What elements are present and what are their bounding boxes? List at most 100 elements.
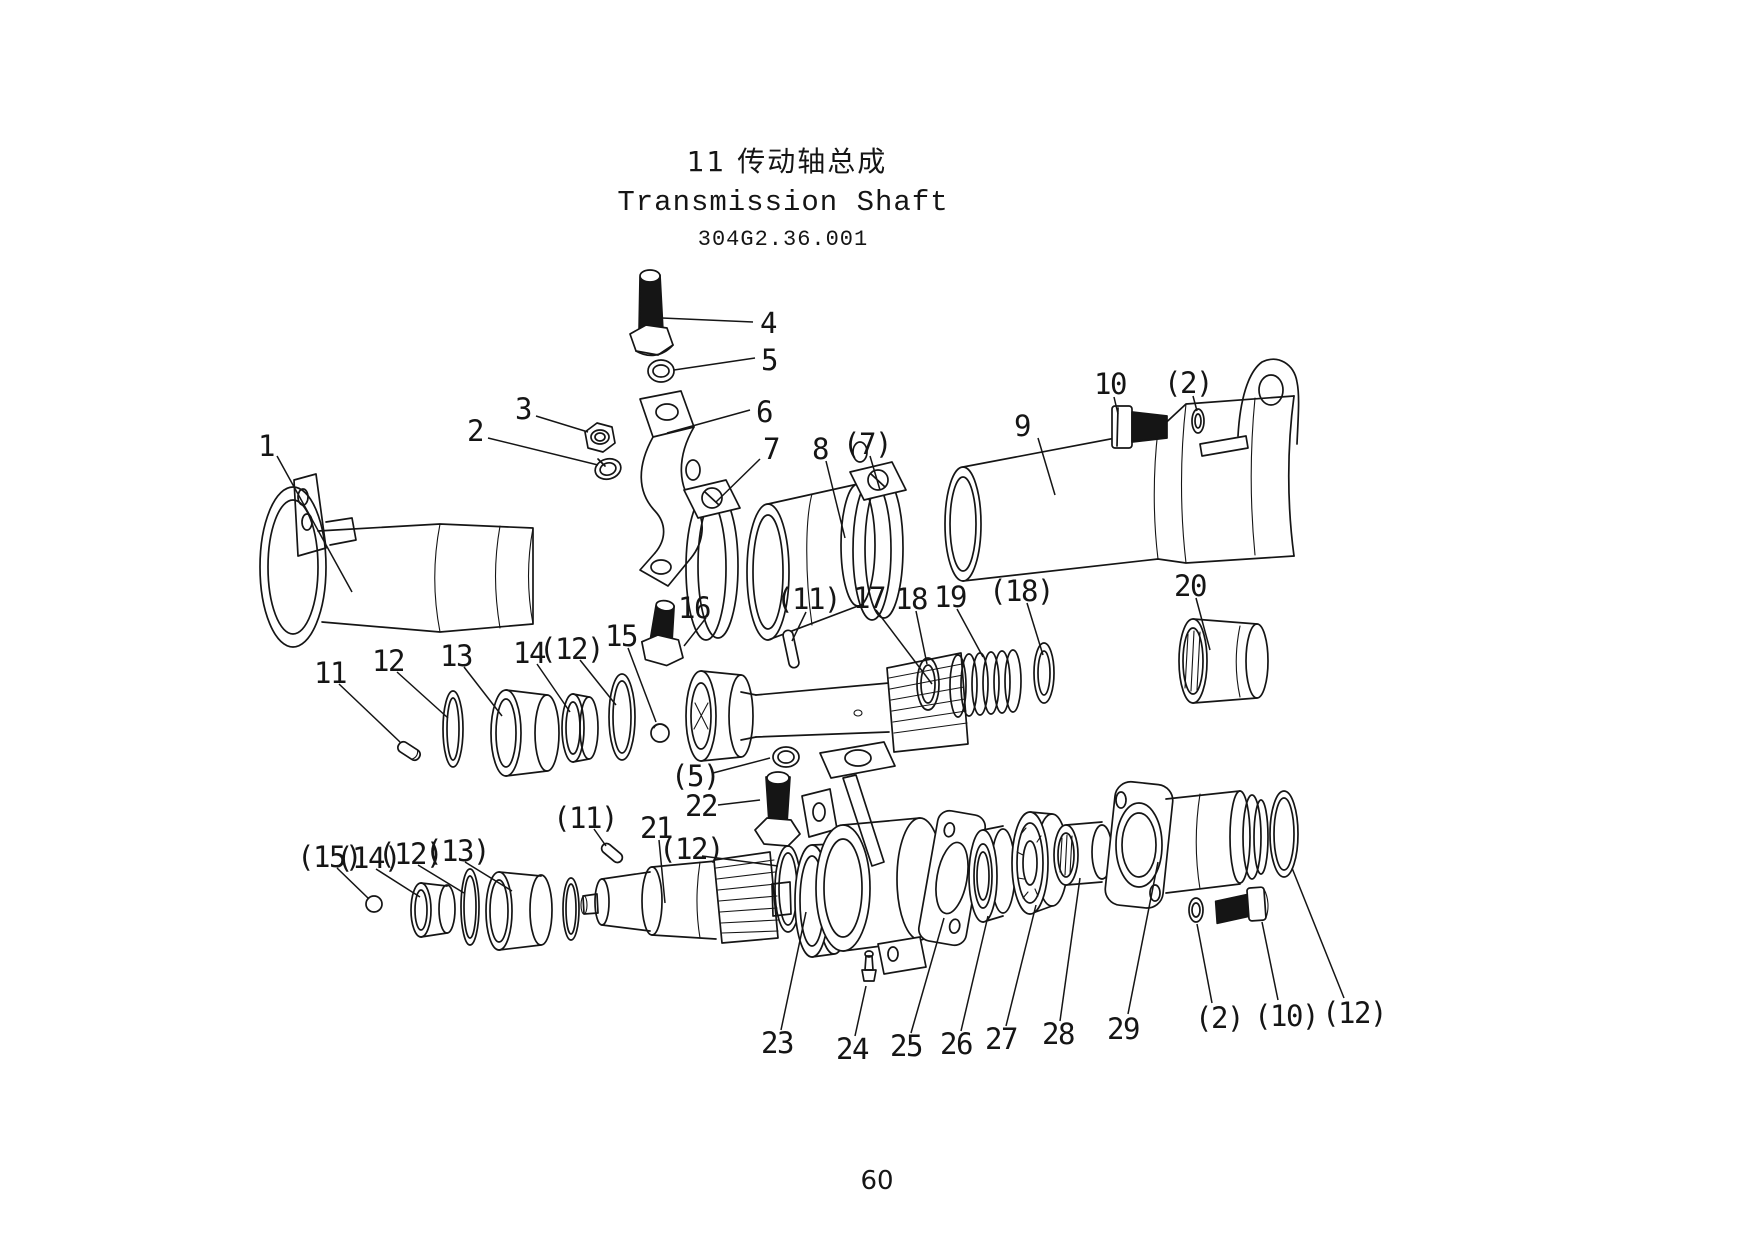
callout-leader-9 bbox=[1037, 437, 1056, 496]
part-12-snap-ring bbox=[442, 690, 464, 768]
part-26-collar bbox=[968, 825, 1016, 923]
part-callout-2: 2 bbox=[467, 414, 483, 448]
callout-leader-17 bbox=[875, 609, 933, 685]
callout-leader-28 bbox=[1059, 877, 1081, 1022]
part-callout-27: 27 bbox=[985, 1022, 1017, 1056]
page-number: 60 bbox=[860, 1166, 894, 1196]
part-15b-steel-ball bbox=[365, 895, 383, 913]
part-9-rear-shaft-tube bbox=[944, 358, 1300, 582]
callout-leader-2 bbox=[487, 437, 599, 466]
part-11c-pin bbox=[600, 842, 624, 864]
part-callout-(7): (7) bbox=[843, 427, 891, 461]
callout-leader-(15) bbox=[336, 867, 370, 900]
part-11b-pin bbox=[782, 629, 800, 669]
part-16-bolt bbox=[640, 599, 684, 667]
part-callout-(18): (18) bbox=[989, 574, 1053, 608]
page-title-en: Transmission Shaft bbox=[617, 186, 949, 219]
part-callout-(12): (12) bbox=[378, 837, 442, 871]
callout-leader-20 bbox=[1195, 597, 1211, 651]
callout-leader-27 bbox=[1005, 904, 1037, 1027]
center-support-carrier bbox=[801, 741, 944, 975]
callout-leader-12 bbox=[396, 671, 449, 719]
callout-leader-3 bbox=[535, 415, 589, 433]
part-2c-washer bbox=[1188, 897, 1204, 923]
callout-leader-29 bbox=[1127, 861, 1159, 1015]
part-callout-6: 6 bbox=[756, 395, 772, 429]
callout-leader-(2) bbox=[1196, 923, 1213, 1004]
part-15-steel-ball bbox=[650, 723, 670, 743]
callout-leader-(13) bbox=[464, 861, 513, 892]
callout-leader-19 bbox=[956, 608, 984, 658]
part-callout-17: 17 bbox=[853, 581, 885, 615]
part-callout-(15): (15) bbox=[297, 840, 361, 874]
part-callout-26: 26 bbox=[940, 1027, 972, 1061]
part-ring-thin bbox=[562, 877, 580, 941]
part-callout-19: 19 bbox=[934, 580, 966, 614]
part-callout-29: 29 bbox=[1107, 1012, 1139, 1046]
part-12e-o-ring bbox=[1269, 790, 1299, 878]
part-callout-12: 12 bbox=[372, 644, 404, 678]
callout-leader-22 bbox=[717, 799, 761, 806]
part-callout-10: 10 bbox=[1094, 367, 1126, 401]
part-12c-snap-ring bbox=[460, 868, 480, 946]
part-callout-(2): (2) bbox=[1195, 1001, 1243, 1035]
part-19-spring bbox=[949, 649, 1022, 718]
part-4-bolt bbox=[629, 269, 674, 357]
callout-leader-(12) bbox=[417, 864, 465, 894]
callout-leader-(14) bbox=[375, 868, 421, 898]
part-callout-15: 15 bbox=[605, 619, 637, 653]
part-callout-7: 7 bbox=[763, 432, 779, 466]
part-callout-5: 5 bbox=[761, 343, 777, 377]
part-callout-(5): (5) bbox=[671, 759, 719, 793]
callout-leader-15 bbox=[627, 647, 657, 723]
callout-leader-25 bbox=[910, 917, 945, 1034]
part-2-spring-washer bbox=[594, 457, 622, 481]
part-callout-(2): (2) bbox=[1164, 366, 1212, 400]
callout-leader-1 bbox=[276, 455, 353, 593]
callout-leader-(12) bbox=[1291, 867, 1345, 999]
part-callout-16: 16 bbox=[678, 591, 710, 625]
part-callout-21: 21 bbox=[640, 811, 672, 845]
part-callout-(12): (12) bbox=[659, 832, 723, 866]
callout-leader-18 bbox=[915, 610, 928, 665]
part-13-bearing-cup bbox=[490, 689, 560, 777]
part-13b-bearing-cup bbox=[485, 871, 553, 951]
part-callout-3: 3 bbox=[515, 392, 531, 426]
part-callout-28: 28 bbox=[1042, 1017, 1074, 1051]
part-callout-(11): (11) bbox=[553, 801, 617, 835]
callout-leader-(11) bbox=[593, 828, 607, 847]
callout-leader-13 bbox=[463, 666, 503, 717]
callout-leader-4 bbox=[661, 317, 754, 323]
callout-leader-11 bbox=[338, 683, 401, 743]
callout-leader-16 bbox=[683, 617, 707, 647]
part-callout-(12): (12) bbox=[539, 632, 603, 666]
callout-leader-(11) bbox=[791, 611, 807, 642]
part-10b-bolt bbox=[1214, 886, 1269, 925]
callout-leader-26 bbox=[960, 915, 989, 1032]
part-callout-24: 24 bbox=[836, 1032, 869, 1066]
part-11-pin bbox=[397, 740, 421, 762]
part-17-spline-shaft bbox=[685, 652, 969, 762]
callout-leader-(12) bbox=[701, 855, 779, 867]
part-callout-20: 20 bbox=[1174, 569, 1206, 603]
part-27-bearing bbox=[1011, 811, 1069, 915]
page-title-cn: 11 传动轴总成 bbox=[686, 145, 888, 178]
part-1-front-shaft-tube bbox=[259, 473, 534, 648]
part-callout-25: 25 bbox=[890, 1029, 922, 1063]
callout-leader-8 bbox=[825, 460, 846, 539]
part-12b-o-ring bbox=[608, 673, 636, 761]
part-callout-22: 22 bbox=[685, 789, 717, 823]
callout-leader-(12) bbox=[579, 659, 617, 706]
part-14-ring-cup bbox=[561, 693, 599, 763]
part-5b-ring bbox=[772, 746, 800, 768]
callout-leader-10 bbox=[1113, 396, 1119, 415]
part-callout-18: 18 bbox=[895, 582, 927, 616]
part-28-spline-spacer bbox=[1053, 821, 1113, 886]
part-2b-washer bbox=[1191, 408, 1205, 434]
callout-leader-(18) bbox=[1026, 602, 1044, 656]
part-callout-(14): (14) bbox=[336, 841, 400, 875]
part-callout-14: 14 bbox=[513, 636, 546, 670]
part-24-grease-fitting bbox=[861, 950, 877, 982]
